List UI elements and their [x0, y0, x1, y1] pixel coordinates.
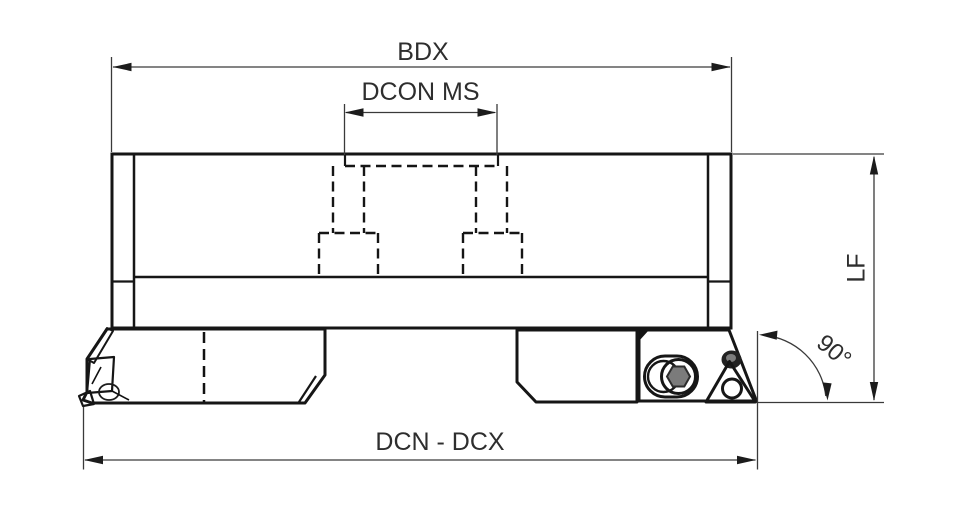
middle-cartridge-outline [515, 328, 639, 404]
orange-insert [704, 360, 757, 404]
arrow-up-icon [869, 155, 879, 175]
arc-arrow-top-icon [759, 330, 778, 340]
left-insert-hole [98, 383, 120, 401]
arrow-down-icon [869, 382, 879, 401]
arrow-right-icon [477, 108, 497, 117]
dcn-dcx-label: DCN - DCX [375, 428, 504, 456]
hex-socket-icon [665, 365, 692, 388]
dcon-ms-label: DCON MS [361, 78, 479, 106]
bdx-label: BDX [397, 38, 449, 66]
angle-label: 90° [811, 329, 856, 373]
orange-insert-hole [721, 377, 743, 400]
dimension-bdx: BDX [110, 38, 733, 152]
dimension-lf: LF [733, 153, 884, 404]
body-outline [110, 152, 733, 330]
dimension-angle-90: 90° [756, 329, 856, 470]
right-cartridge-notch [639, 330, 649, 341]
clamp-screw-slot [643, 354, 699, 399]
insert-pin-highlight [726, 354, 736, 362]
left-cartridge-outline [81, 327, 327, 405]
arrow-right-icon [711, 62, 731, 72]
left-cartridge [77, 327, 327, 408]
cutter-body [110, 152, 733, 330]
left-insert-tip [77, 389, 96, 408]
arrow-left-icon [344, 108, 364, 117]
clamp-screw-head [660, 358, 697, 395]
clamp-screw [643, 354, 699, 399]
arrow-left-icon [84, 455, 103, 465]
right-cartridge [637, 328, 758, 404]
dimension-dcn-dcx: DCN - DCX [82, 407, 756, 470]
arc-arrow-bottom-icon [822, 382, 832, 401]
lf-label: LF [843, 253, 871, 282]
left-insert-edge-line [91, 366, 102, 385]
hidden-bore-lines [317, 164, 524, 277]
dimension-dcon-ms: DCON MS [343, 78, 498, 155]
arrow-left-icon [112, 62, 132, 72]
left-cartridge-chamfer-facet [86, 327, 114, 364]
middle-cartridge [515, 328, 639, 404]
left-insert-fold-line [111, 390, 130, 401]
arrow-right-icon [737, 455, 756, 465]
left-cartridge-bevel-line [298, 375, 317, 403]
